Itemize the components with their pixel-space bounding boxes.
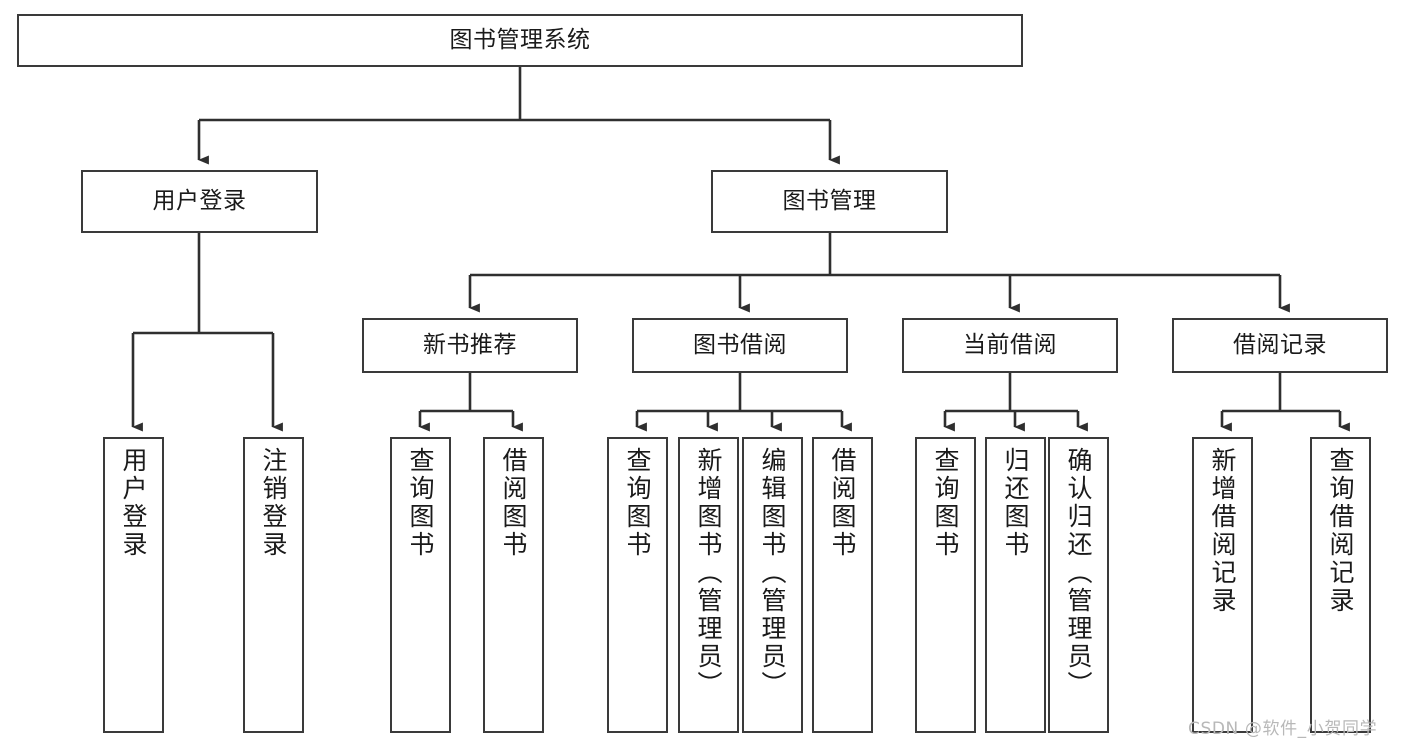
csdn-watermark: CSDN @软件_小贺同学 xyxy=(1188,719,1378,739)
leaf-cb-return-book-label: 归还图书 xyxy=(1001,447,1030,559)
node-book-borrow-label: 图书借阅 xyxy=(693,331,787,358)
leaf-nb-query-book[interactable]: 查询图书 xyxy=(390,437,451,733)
leaf-bb-add-book-label: 新增图书（管理员） xyxy=(694,447,723,699)
leaf-bb-borrow-book-label: 借阅图书 xyxy=(828,447,857,559)
node-user-login[interactable]: 用户登录 xyxy=(81,170,318,233)
node-root[interactable]: 图书管理系统 xyxy=(17,14,1023,67)
leaf-br-add-record[interactable]: 新增借阅记录 xyxy=(1192,437,1253,733)
leaf-bb-edit-book[interactable]: 编辑图书（管理员） xyxy=(742,437,803,733)
leaf-bb-query-book-label: 查询图书 xyxy=(623,447,652,559)
leaf-cb-return-book[interactable]: 归还图书 xyxy=(985,437,1046,733)
node-book-manage[interactable]: 图书管理 xyxy=(711,170,948,233)
node-book-borrow[interactable]: 图书借阅 xyxy=(632,318,848,373)
leaf-user-login[interactable]: 用户登录 xyxy=(103,437,164,733)
node-borrow-record-label: 借阅记录 xyxy=(1233,331,1327,358)
leaf-br-add-record-label: 新增借阅记录 xyxy=(1208,447,1237,615)
leaf-cb-confirm-return[interactable]: 确认归还（管理员） xyxy=(1048,437,1109,733)
node-user-login-label: 用户登录 xyxy=(152,187,247,214)
leaf-logout[interactable]: 注销登录 xyxy=(243,437,304,733)
leaf-cb-query-book[interactable]: 查询图书 xyxy=(915,437,976,733)
leaf-bb-add-book[interactable]: 新增图书（管理员） xyxy=(678,437,739,733)
node-current-borrow-label: 当前借阅 xyxy=(963,331,1057,358)
leaf-bb-query-book[interactable]: 查询图书 xyxy=(607,437,668,733)
leaf-nb-query-book-label: 查询图书 xyxy=(406,447,435,559)
leaf-bb-borrow-book[interactable]: 借阅图书 xyxy=(812,437,873,733)
leaf-cb-query-book-label: 查询图书 xyxy=(931,447,960,559)
leaf-logout-label: 注销登录 xyxy=(259,447,288,559)
leaf-bb-edit-book-label: 编辑图书（管理员） xyxy=(758,447,787,699)
node-borrow-record[interactable]: 借阅记录 xyxy=(1172,318,1388,373)
node-root-label: 图书管理系统 xyxy=(449,26,591,53)
leaf-br-query-record-label: 查询借阅记录 xyxy=(1326,447,1355,615)
leaf-nb-borrow-book-label: 借阅图书 xyxy=(499,447,528,559)
leaf-user-login-label: 用户登录 xyxy=(119,447,148,559)
node-new-book-recommend-label: 新书推荐 xyxy=(423,331,517,358)
node-new-book-recommend[interactable]: 新书推荐 xyxy=(362,318,578,373)
node-book-manage-label: 图书管理 xyxy=(782,187,877,214)
leaf-br-query-record[interactable]: 查询借阅记录 xyxy=(1310,437,1371,733)
node-current-borrow[interactable]: 当前借阅 xyxy=(902,318,1118,373)
leaf-cb-confirm-return-label: 确认归还（管理员） xyxy=(1064,447,1093,699)
leaf-nb-borrow-book[interactable]: 借阅图书 xyxy=(483,437,544,733)
